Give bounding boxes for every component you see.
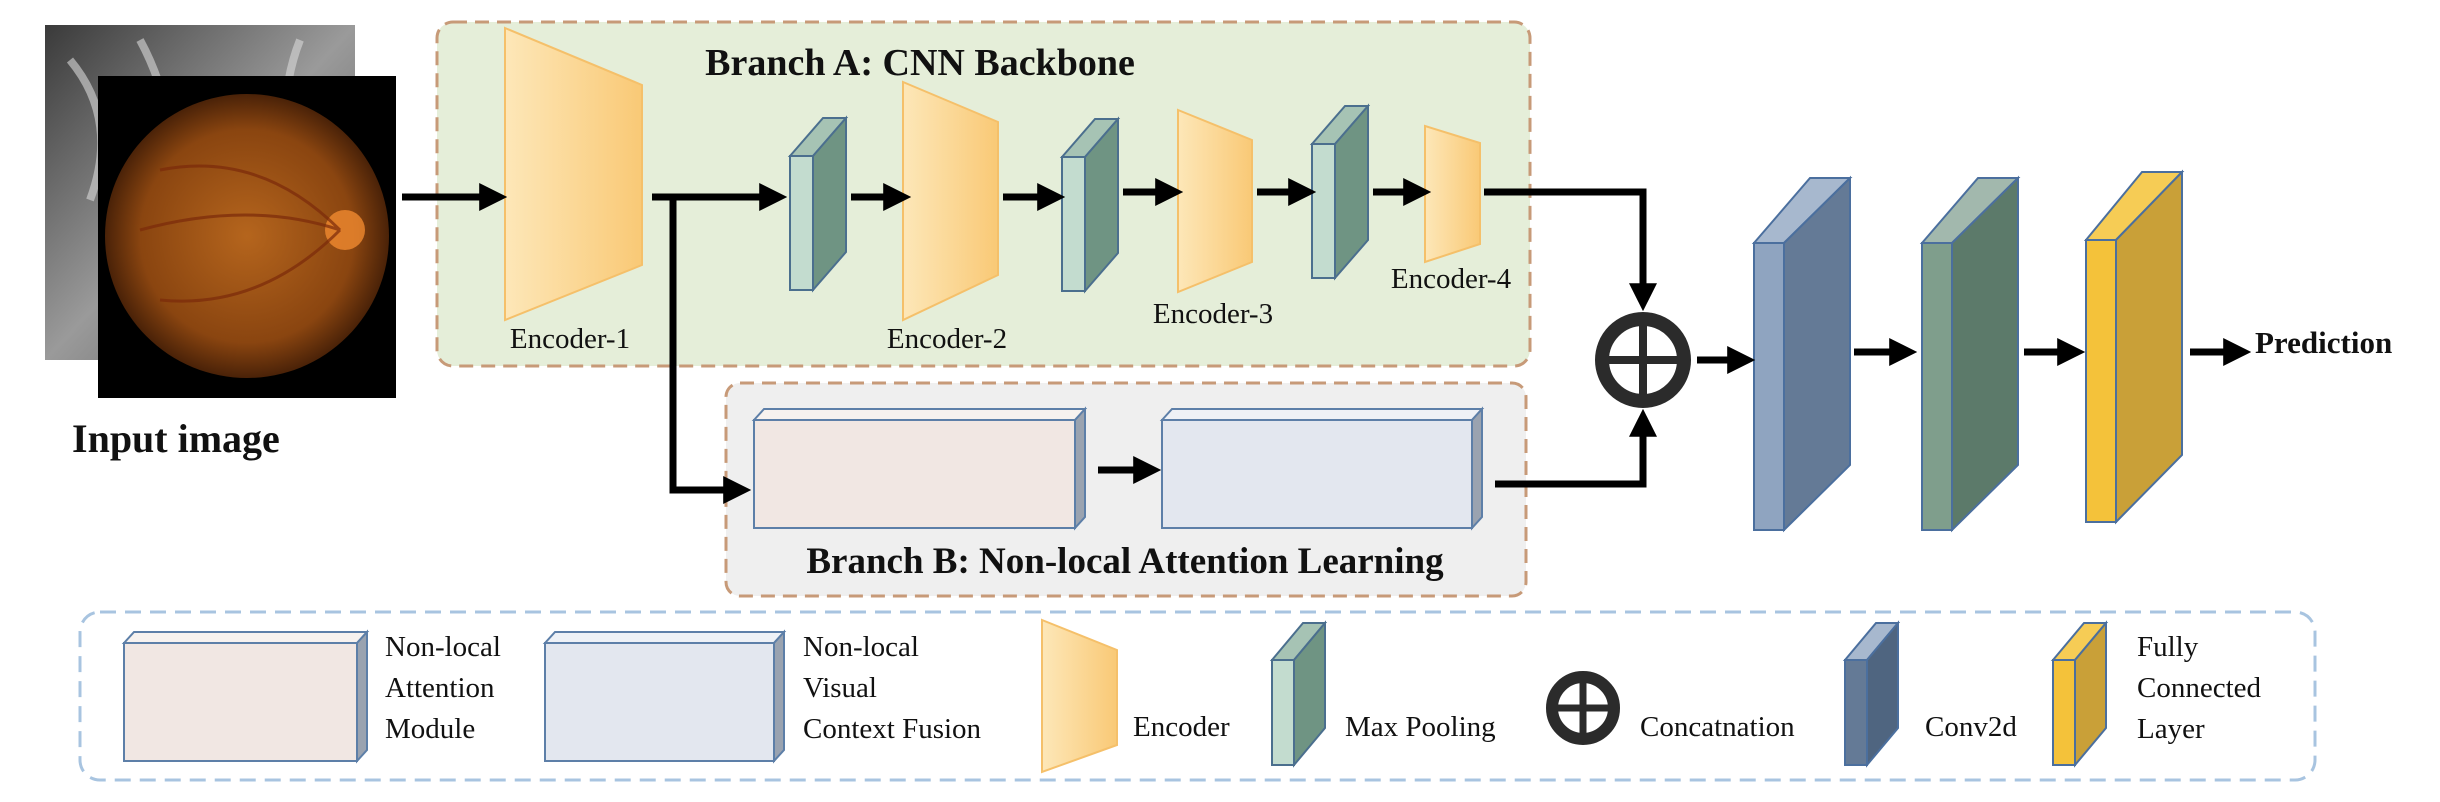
encoder-2-label: Encoder-2	[887, 323, 1007, 355]
legend-max-pooling-label: Max Pooling	[1345, 711, 1496, 743]
encoder-2	[902, 80, 999, 322]
legend-fully-connected-swatch	[2050, 620, 2109, 768]
encoder-1-label: Encoder-1	[510, 323, 630, 355]
legend-concatenation-label: Concatnation	[1640, 711, 1795, 743]
legend-nvc-fusion-label: Non-local Visual Context Fusion	[803, 631, 982, 745]
encoder-4-label: Encoder-4	[1391, 263, 1512, 295]
conv2d-block	[1751, 175, 1853, 533]
concatenation-node	[1595, 312, 1691, 408]
legend-concatenation-swatch	[1546, 671, 1620, 745]
legend-nla-module-label: Non-local Attention Module	[385, 631, 508, 745]
max-pooling-1	[787, 115, 849, 293]
max-pooling-3	[1309, 103, 1371, 281]
encoder-3	[1177, 108, 1253, 294]
fully-connected-block	[2083, 169, 2185, 525]
branch-b-title: Branch B: Non-local Attention Learning	[806, 541, 1444, 582]
branch-a-title: Branch A: CNN Backbone	[705, 42, 1135, 84]
legend-conv2d-swatch	[1842, 620, 1901, 768]
legend-max-pooling-swatch	[1269, 620, 1328, 768]
encoder-1	[504, 26, 643, 322]
nla-module-block	[751, 406, 1088, 531]
nvc-fusion-block	[1159, 406, 1485, 531]
legend-nvc-fusion-swatch	[542, 629, 787, 764]
legend-nla-module-swatch	[121, 629, 370, 764]
legend-encoder-label: Encoder	[1133, 711, 1230, 743]
legend-encoder-swatch	[1041, 618, 1118, 774]
conv-green-block	[1919, 175, 2021, 533]
encoder-3-label: Encoder-3	[1153, 298, 1273, 330]
encoder-4	[1424, 124, 1481, 264]
connections	[402, 178, 2252, 504]
input-image-label: Input image	[72, 416, 280, 461]
prediction-label: Prediction	[2255, 325, 2392, 360]
max-pooling-2	[1059, 116, 1121, 294]
legend-conv2d-label: Conv2d	[1925, 711, 2017, 743]
input-images	[45, 25, 396, 398]
legend-fully-connected-label: Fully Connected Layer	[2137, 631, 2268, 745]
